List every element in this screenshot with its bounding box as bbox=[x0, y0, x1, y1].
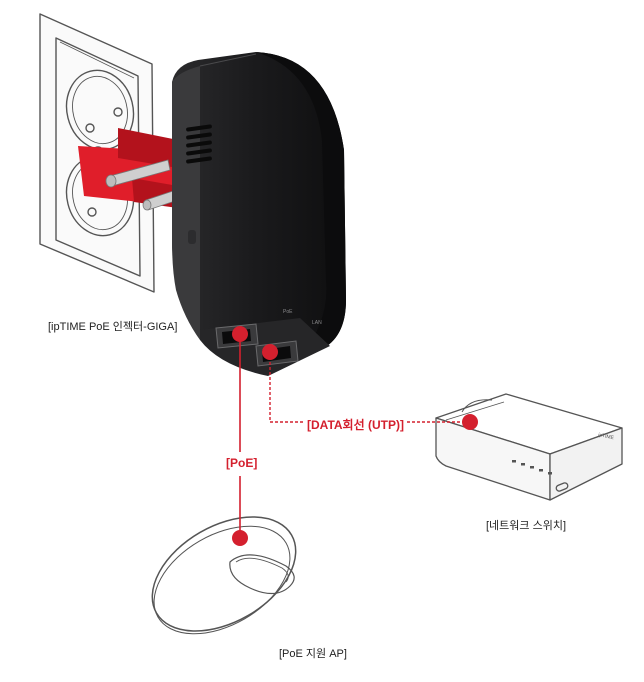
port-poe-mark: PoE bbox=[283, 309, 293, 315]
plug-projection bbox=[78, 128, 179, 211]
poe-ap bbox=[151, 516, 297, 635]
switch-brand-mark: ipTIME bbox=[598, 432, 615, 441]
data-connection-line bbox=[262, 344, 478, 430]
data-line-label: [DATA회선 (UTP)] bbox=[304, 416, 407, 433]
ap-label: [PoE 지원 AP] bbox=[279, 648, 347, 660]
switch-label: [네트워크 스위치] bbox=[486, 520, 567, 532]
port-lan-mark: LAN bbox=[312, 320, 322, 326]
poe-line-label: [PoE] bbox=[223, 456, 261, 470]
poe-injector: PoE LAN bbox=[172, 52, 346, 376]
poe-connection-line bbox=[232, 326, 248, 546]
network-switch: ipTIME bbox=[435, 393, 623, 501]
injector-label: [ipTIME PoE 인젝터-GIGA] bbox=[48, 321, 178, 333]
